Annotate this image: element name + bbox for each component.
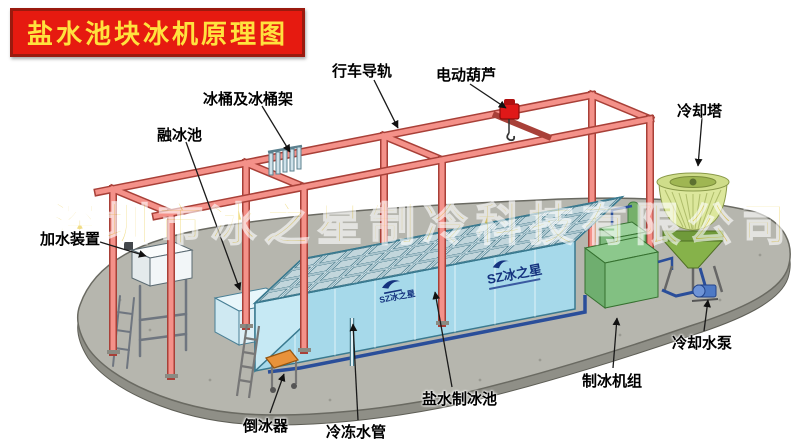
- ice-making-unit: [583, 201, 674, 309]
- cooling-water-pump: [661, 284, 719, 302]
- pool-brand-logo-icon: [492, 260, 509, 269]
- leader-ice-dumper: [269, 373, 286, 414]
- cooling-tower: [656, 172, 730, 294]
- pool-ladder: [235, 323, 261, 399]
- diagram-title: 盐水池块冰机原理图: [10, 8, 306, 57]
- label-water-device: 加水装置: [40, 231, 101, 248]
- label-ice-unit: 制冰机组: [582, 373, 643, 390]
- ice-bucket-rack: [267, 144, 303, 176]
- tower-fan-hub: [689, 178, 697, 186]
- label-melting-pool: 融冰池: [157, 127, 203, 144]
- pool-logo-icon: [382, 280, 402, 295]
- label-electric-hoist: 电动葫芦: [436, 67, 497, 84]
- leader-ice-unit: [612, 317, 621, 369]
- leader-electric-hoist: [469, 83, 507, 109]
- leader-chilled-pipe: [349, 323, 359, 421]
- leader-brine-pool: [432, 291, 453, 388]
- leader-melting-pool: [185, 141, 242, 291]
- label-brine-pool: 盐水制冰池: [422, 391, 498, 408]
- leader-lines: [99, 79, 711, 421]
- label-crane-rail: 行车导轨: [332, 63, 393, 80]
- leader-cooling-tower: [694, 117, 703, 167]
- platform-texture: [118, 253, 762, 402]
- tower-pump-pipe: [698, 267, 707, 286]
- leader-ice-bucket-rack: [261, 105, 291, 153]
- leader-water-device: [99, 241, 147, 258]
- ice-dumper: [264, 349, 300, 393]
- label-cooling-tower: 冷却塔: [677, 103, 723, 120]
- leader-crane-rail: [373, 79, 399, 129]
- leader-cooling-pump: [703, 299, 711, 332]
- label-ice-bucket-rack: 冰桶及冰桶架: [203, 91, 294, 108]
- label-cooling-pump: 冷却水泵: [672, 335, 733, 352]
- tank-valve: [124, 242, 133, 250]
- label-chilled-pipe: 冷冻水管: [326, 424, 387, 441]
- hoist-hook-icon: [506, 132, 516, 142]
- label-ice-dumper: 倒冰器: [243, 418, 289, 435]
- tower-ribs: [664, 189, 722, 230]
- pool-brand-subline: [489, 278, 541, 290]
